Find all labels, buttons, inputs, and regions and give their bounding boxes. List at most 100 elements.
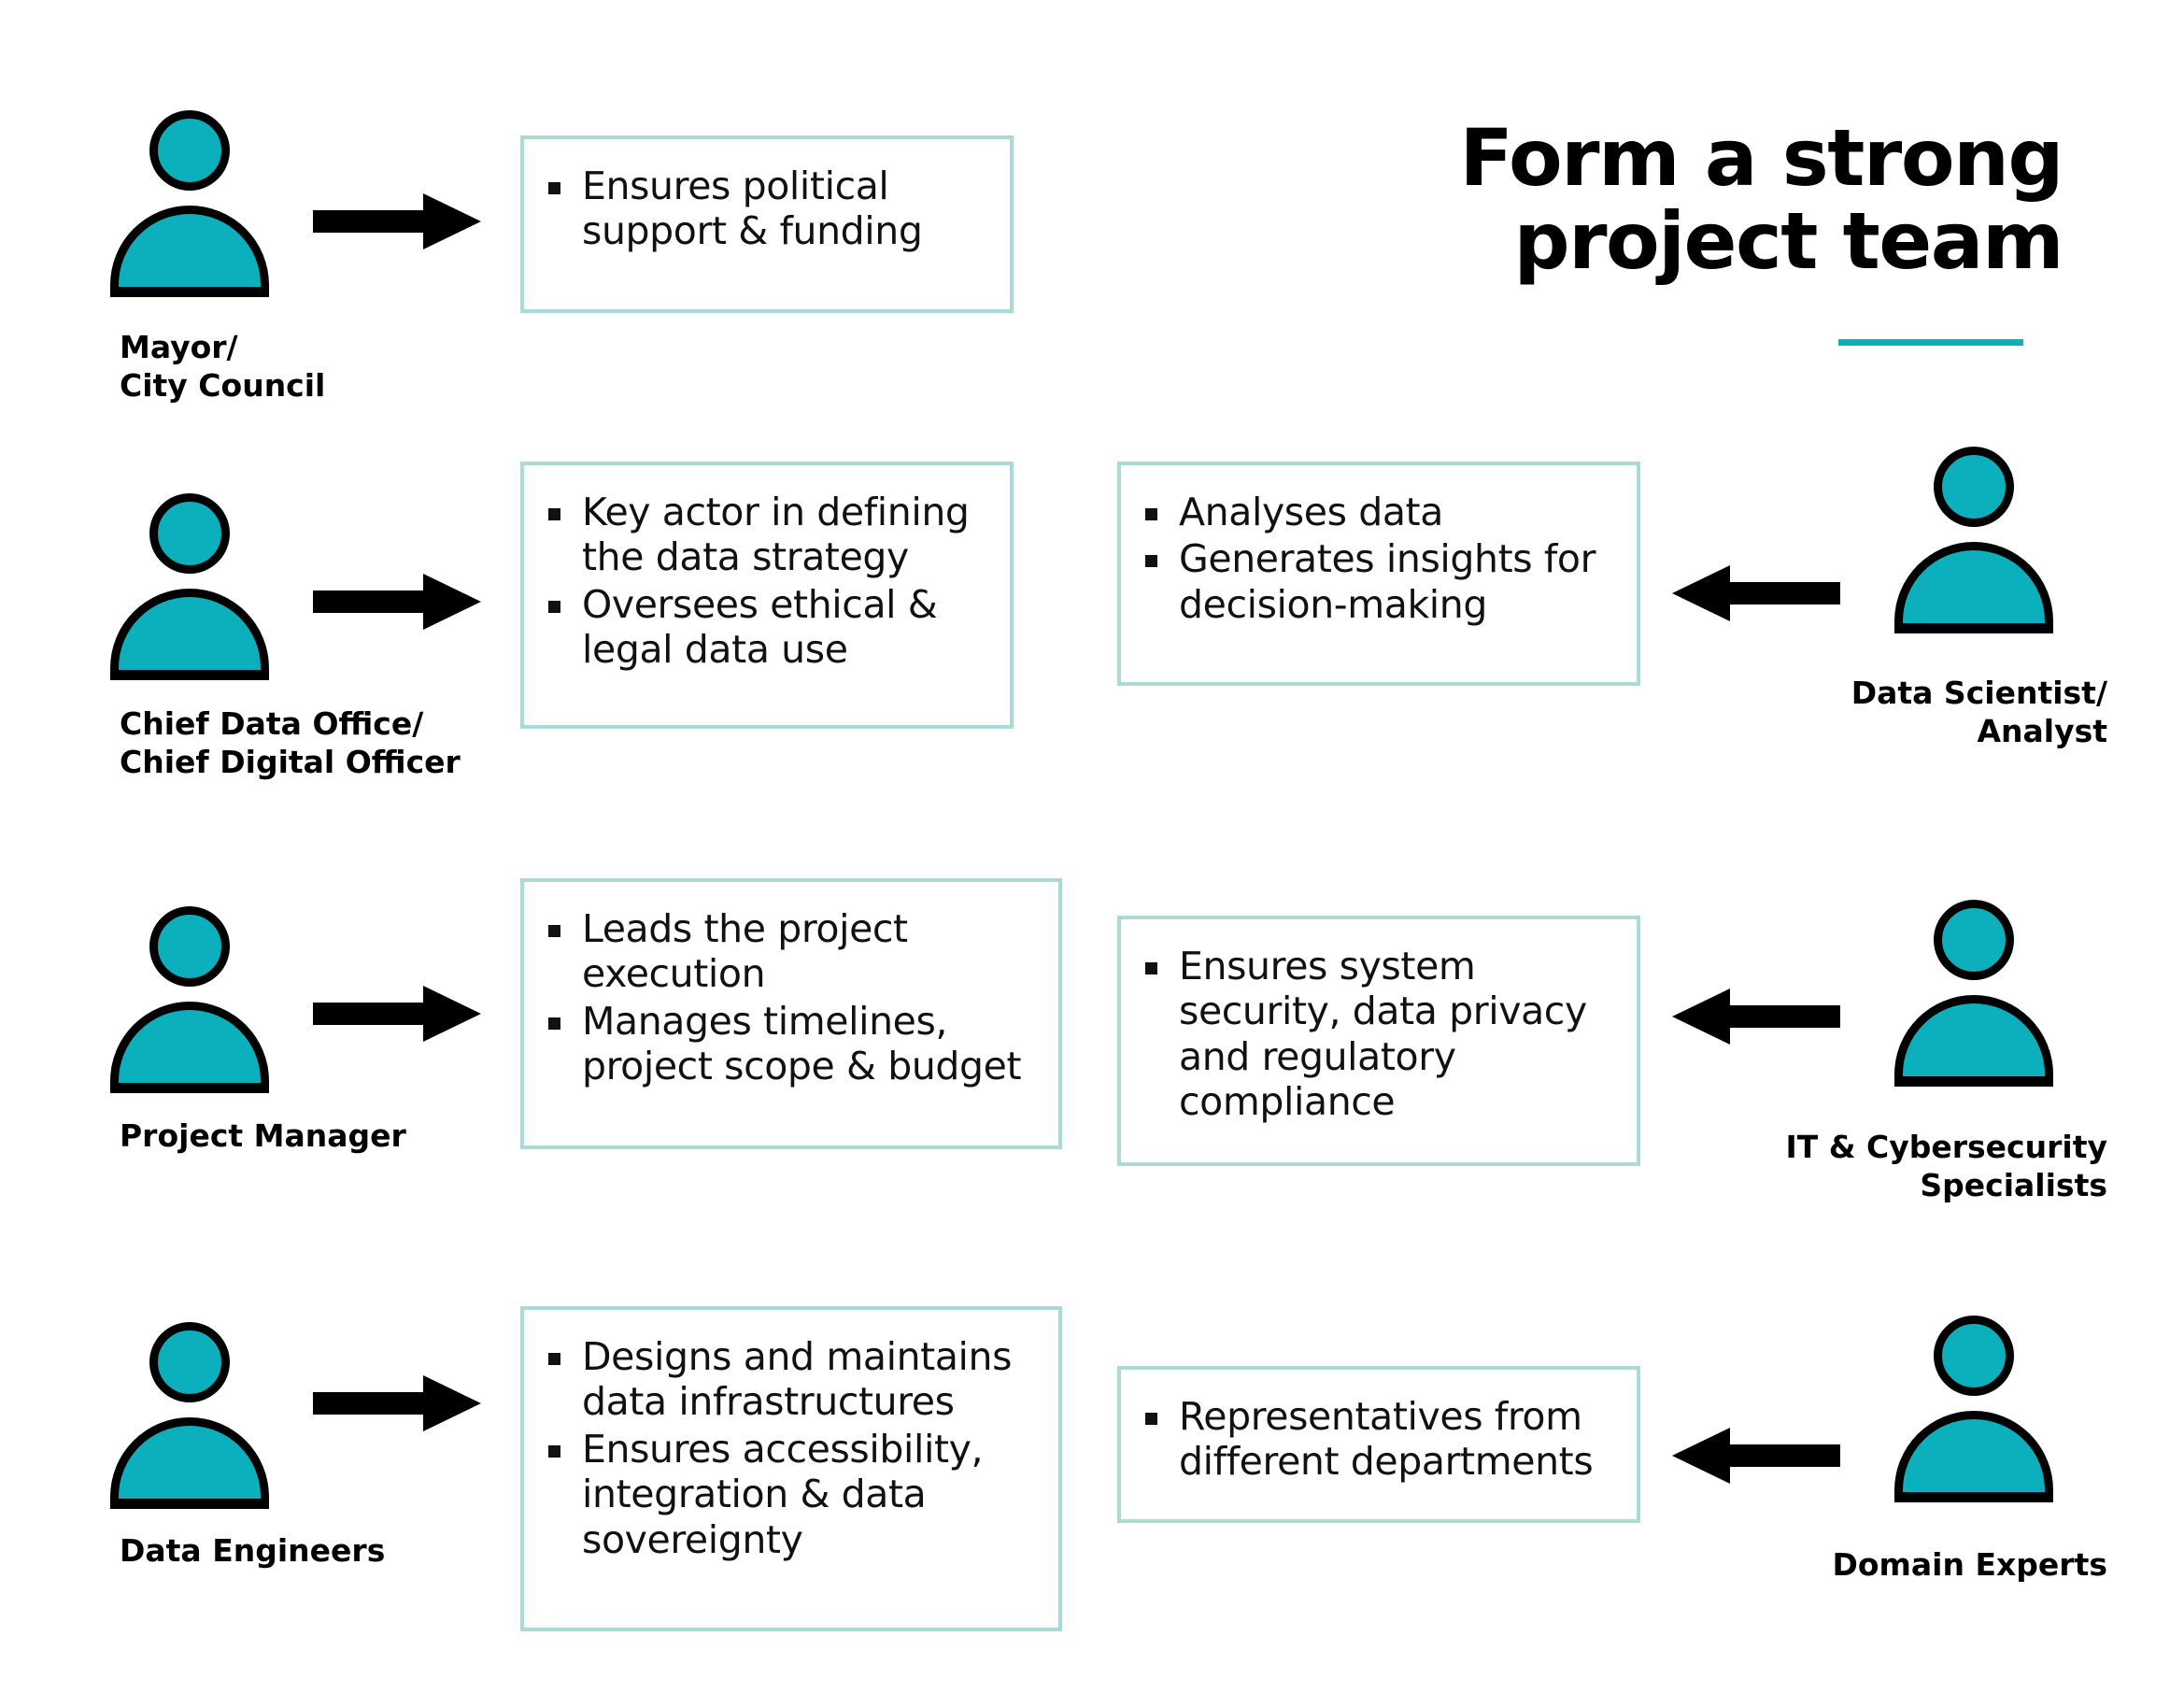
fact-text: Generates insights for decision-making: [1179, 536, 1596, 627]
arrow-head: [423, 574, 481, 630]
person-icon-data-engineers: [110, 1322, 269, 1509]
fact-box-chief-data-office: Key actor in defining the data strategy …: [520, 462, 1014, 729]
bullet-icon: [548, 1353, 560, 1365]
bullet-icon: [1145, 962, 1157, 974]
arrow-shaft: [1728, 1005, 1840, 1028]
fact-text: Representatives from different departmen…: [1179, 1394, 1594, 1485]
arrow-head: [423, 986, 481, 1042]
bullet-icon: [1145, 555, 1157, 568]
title-underline-accent: [1838, 339, 2023, 346]
role-label-chief-data-office: Chief Data Office/ Chief Digital Officer: [120, 705, 461, 780]
person-icon-it-cybersecurity: [1894, 900, 2053, 1087]
person-body-icon: [1894, 995, 2053, 1087]
person-head-icon: [149, 493, 230, 574]
fact-text: Ensures accessibility, integration & dat…: [582, 1426, 984, 1562]
bullet-icon: [548, 1444, 560, 1458]
fact-box-data-scientist: Analyses data Generates insights for dec…: [1117, 462, 1640, 686]
fact-list-mayor: Ensures political support & funding: [545, 164, 993, 254]
arrow-head: [423, 1375, 481, 1431]
fact-box-data-engineers: Designs and maintains data infrastructur…: [520, 1306, 1062, 1631]
fact-box-project-manager: Leads the project execution Manages time…: [520, 878, 1062, 1149]
person-icon-project-manager: [110, 906, 269, 1093]
person-icon-mayor: [110, 110, 269, 297]
arrow-head: [1672, 989, 1730, 1045]
person-head-icon: [1934, 900, 2014, 980]
person-body-icon: [110, 589, 269, 680]
bullet-icon: [548, 508, 560, 520]
arrow-shaft: [1728, 582, 1840, 605]
role-label-mayor: Mayor/ City Council: [120, 329, 326, 404]
list-item: Key actor in defining the data strategy: [545, 490, 993, 580]
person-icon-data-scientist: [1894, 447, 2053, 633]
list-item: Ensures political support & funding: [545, 164, 993, 254]
arrow-head: [423, 193, 481, 249]
role-label-project-manager: Project Manager: [120, 1117, 406, 1154]
arrow-right-icon-mayor: [313, 193, 481, 249]
fact-list-data-engineers: Designs and maintains data infrastructur…: [545, 1334, 1042, 1562]
fact-list-data-scientist: Analyses data Generates insights for dec…: [1142, 490, 1620, 627]
arrow-shaft: [313, 1003, 425, 1025]
arrow-shaft: [1728, 1444, 1840, 1467]
list-item: Manages timelines, project scope & budge…: [545, 999, 1042, 1089]
person-body-icon: [110, 1417, 269, 1509]
person-body-icon: [110, 1002, 269, 1093]
list-item: Ensures accessibility, integration & dat…: [545, 1427, 1042, 1562]
list-item: Leads the project execution: [545, 906, 1042, 997]
fact-text: Designs and maintains data infrastructur…: [582, 1334, 1013, 1425]
role-label-data-scientist: Data Scientist/ Analyst: [1851, 675, 2107, 749]
fact-box-mayor: Ensures political support & funding: [520, 135, 1014, 313]
list-item: Designs and maintains data infrastructur…: [545, 1334, 1042, 1425]
person-head-icon: [149, 906, 230, 987]
bullet-icon: [548, 600, 560, 613]
person-body-icon: [110, 206, 269, 297]
arrow-shaft: [313, 1392, 425, 1415]
role-label-it-cybersecurity: IT & Cybersecurity Specialists: [1785, 1129, 2107, 1203]
fact-list-chief-data-office: Key actor in defining the data strategy …: [545, 490, 993, 673]
bullet-icon: [548, 182, 560, 194]
fact-text: Oversees ethical & legal data use: [582, 581, 938, 673]
person-icon-domain-experts: [1894, 1316, 2053, 1502]
list-item: Analyses data: [1142, 490, 1620, 534]
arrow-head: [1672, 565, 1730, 621]
fact-text: Leads the project execution: [582, 906, 908, 997]
arrow-left-icon-it-cybersecurity: [1672, 989, 1840, 1045]
fact-text: Analyses data: [1179, 490, 1443, 534]
arrow-right-icon-chief-data-office: [313, 574, 481, 630]
page-title-line-1: Form a strong: [1459, 112, 2063, 204]
arrow-shaft: [313, 210, 425, 233]
list-item: Representatives from different departmen…: [1142, 1394, 1620, 1485]
fact-list-project-manager: Leads the project execution Manages time…: [545, 906, 1042, 1089]
person-head-icon: [1934, 1316, 2014, 1396]
list-item: Oversees ethical & legal data use: [545, 582, 993, 673]
bullet-icon: [1145, 508, 1157, 520]
arrow-left-icon-data-scientist: [1672, 565, 1840, 621]
arrow-left-icon-domain-experts: [1672, 1428, 1840, 1484]
bullet-icon: [548, 1017, 560, 1030]
fact-text: Ensures political support & funding: [582, 164, 923, 254]
bullet-icon: [1145, 1413, 1157, 1425]
arrow-shaft: [313, 590, 425, 613]
arrow-right-icon-project-manager: [313, 986, 481, 1042]
person-head-icon: [149, 110, 230, 191]
fact-list-domain-experts: Representatives from different departmen…: [1142, 1394, 1620, 1485]
person-head-icon: [1934, 447, 2014, 527]
person-body-icon: [1894, 1411, 2053, 1502]
person-body-icon: [1894, 542, 2053, 633]
fact-text: Manages timelines, project scope & budge…: [582, 998, 1022, 1089]
fact-list-it-cybersecurity: Ensures system security, data privacy an…: [1142, 944, 1620, 1125]
list-item: Ensures system security, data privacy an…: [1142, 944, 1620, 1125]
fact-text: Ensures system security, data privacy an…: [1179, 944, 1587, 1125]
role-label-domain-experts: Domain Experts: [1832, 1546, 2107, 1583]
fact-text: Key actor in defining the data strategy: [582, 490, 970, 580]
page-title-line-2: project team: [1513, 195, 2063, 288]
page-title: Form a strong project team: [1297, 112, 2063, 288]
arrow-head: [1672, 1428, 1730, 1484]
role-label-data-engineers: Data Engineers: [120, 1532, 386, 1569]
bullet-icon: [548, 925, 560, 937]
fact-box-domain-experts: Representatives from different departmen…: [1117, 1366, 1640, 1523]
person-icon-chief-data-office: [110, 493, 269, 680]
fact-box-it-cybersecurity: Ensures system security, data privacy an…: [1117, 916, 1640, 1166]
list-item: Generates insights for decision-making: [1142, 536, 1620, 627]
person-head-icon: [149, 1322, 230, 1402]
